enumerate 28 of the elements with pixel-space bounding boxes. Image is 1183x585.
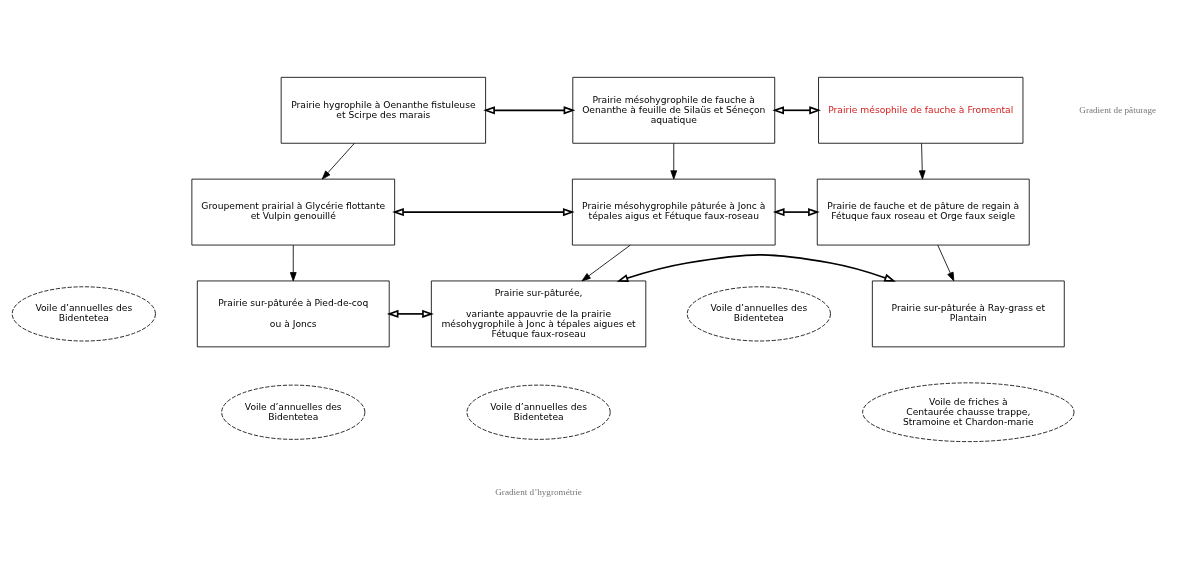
node-ellipse: Voile d’annuelles des Bidentetea [221,384,366,440]
node-ellipse: Voile d’annuelles des Bidentetea [466,384,611,440]
arrow [581,244,631,282]
node-box: Prairie sur-pâturée, variante appauvrie de la prairie mésohygrophile à Jonc à tépales aigues et Fétuque faux-roseau [430,280,647,348]
node-box: Prairie mésohygrophile de fauche à Oenanthe à feuille de Silaüs et Séneçon aquatique [572,76,776,144]
arrow [392,208,575,217]
arrow [616,254,896,282]
arrow [386,309,434,318]
node-box: Prairie sur-pâturée à Pied-de-coq ou à Joncs [196,280,390,348]
arrow [772,208,820,217]
node-ellipse: Voile de friches à Centaurée chausse trappe, Stramoine et Chardon-marie [862,382,1075,443]
label: Gradient de pâturage [1079,104,1157,115]
node-box: Prairie sur-pâturée à Ray-grass et Plantain [871,280,1065,348]
arrow [772,106,821,115]
node-box: Groupement prairial à Glycérie flottante et Vulpin genouillé [191,178,396,246]
node-box: Prairie mésohygrophile pâturée à Jonc à tépales aigus et Fétuque faux-roseau [571,178,776,246]
arrow [937,244,955,282]
arrow [918,142,926,180]
node-ellipse: Voile d’annuelles des Bidentetea [686,286,831,342]
node-box: Prairie de fauche et de pâture de regain à Fétuque faux roseau et Orge faux seigle [816,178,1030,246]
node-box: Prairie mésophile de fauche à Fromental [818,76,1024,144]
node-ellipse: Voile d’annuelles des Bidentetea [11,286,156,342]
node-box: Prairie hygrophile à Oenanthe fistuleuse et Scirpe des marais [280,76,486,144]
arrow [321,142,355,180]
arrow [670,142,678,180]
arrow [289,244,297,282]
label: Gradient d’hygrométrie [495,486,582,497]
arrow [483,106,576,115]
